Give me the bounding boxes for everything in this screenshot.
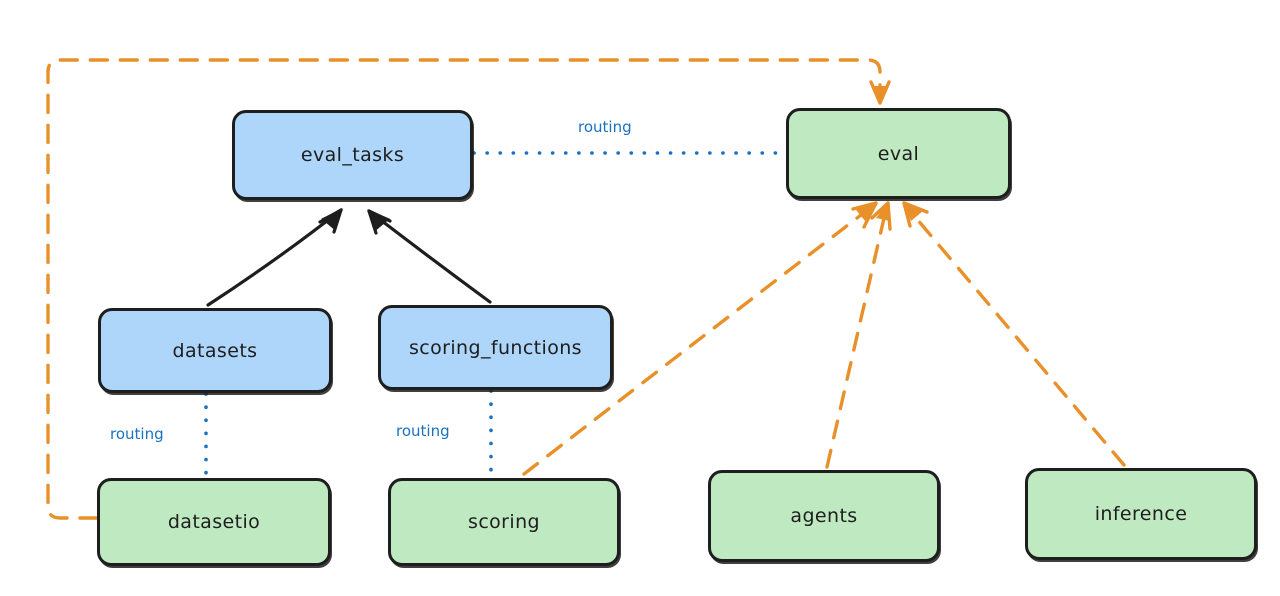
edge-scoring-functions-to-eval-tasks xyxy=(367,209,492,304)
node-label: eval_tasks xyxy=(300,144,405,166)
edge-inference-to-eval xyxy=(902,201,1126,467)
node-label: scoring xyxy=(468,511,540,533)
node-agents[interactable]: agents xyxy=(708,470,940,562)
edge-datasets-to-eval-tasks xyxy=(206,208,343,307)
node-datasets[interactable]: datasets xyxy=(98,308,332,393)
node-label: eval xyxy=(877,142,920,165)
node-eval-tasks[interactable]: eval_tasks xyxy=(232,110,473,200)
edge-label-routing-scoring-functions: routing xyxy=(396,422,450,440)
edge-label-routing-datasets: routing xyxy=(110,425,164,443)
node-label: inference xyxy=(1094,503,1188,525)
edge-agents-to-eval xyxy=(825,201,892,469)
node-scoring-functions[interactable]: scoring_functions xyxy=(378,305,613,390)
node-eval[interactable]: eval xyxy=(786,108,1011,199)
node-scoring[interactable]: scoring xyxy=(388,478,620,566)
node-label: datasetio xyxy=(167,511,261,533)
node-label: scoring_functions xyxy=(409,336,582,359)
node-label: datasets xyxy=(172,339,258,362)
node-datasetio[interactable]: datasetio xyxy=(97,478,331,566)
node-inference[interactable]: inference xyxy=(1025,468,1257,560)
node-label: agents xyxy=(790,505,858,527)
edge-label-routing-eval: routing xyxy=(578,118,632,136)
